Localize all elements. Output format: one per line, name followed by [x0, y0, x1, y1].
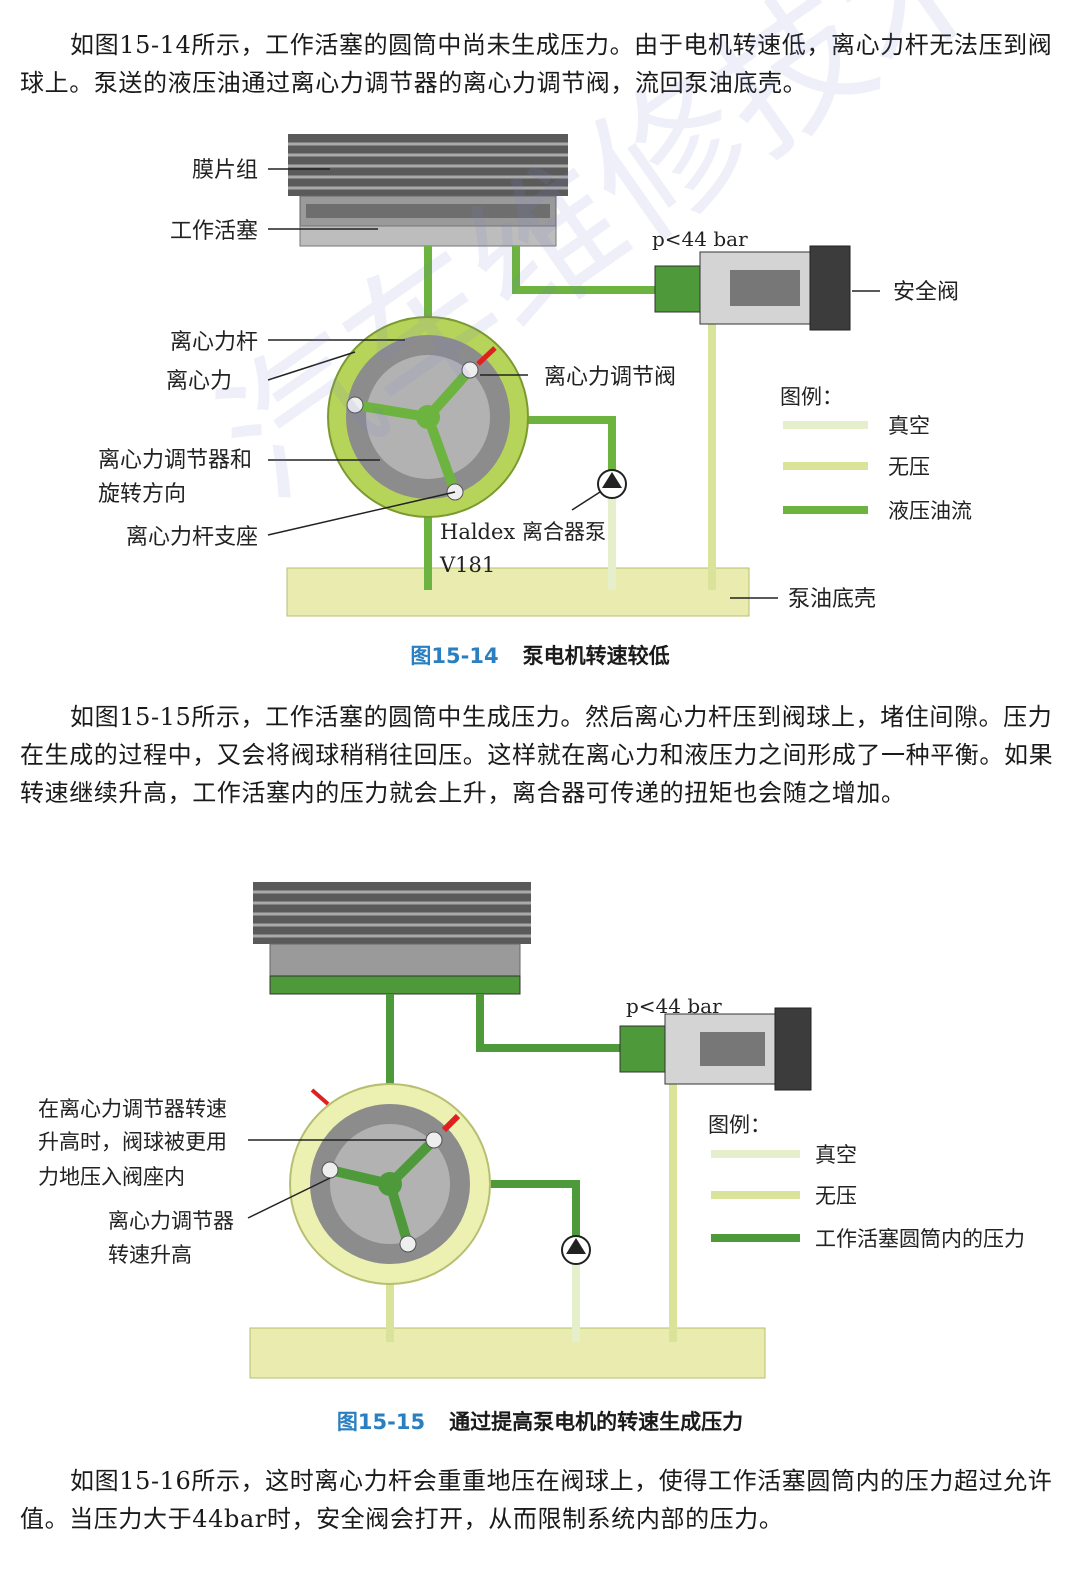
caption-15-14: 图15-14 泵电机转速较低	[0, 640, 1080, 670]
caption-15-15: 图15-15 通过提高泵电机的转速生成压力	[0, 1406, 1080, 1436]
label-membrane: 膜片组	[192, 158, 258, 183]
legend-1: 图例： 真空 无压 液压油流	[780, 385, 972, 523]
legend-2: 图例： 真空 无压 工作活塞圆筒内的压力	[708, 1113, 1025, 1251]
membrane-stack	[253, 882, 531, 944]
label-lever: 离心力杆	[170, 330, 258, 355]
paragraph-1: 如图15-14所示，工作活塞的圆筒中尚未生成压力。由于电机转速低，离心力杆无法压…	[20, 31, 1053, 97]
label-valve: 离心力调节阀	[544, 365, 676, 390]
red-arrow-icon	[441, 1113, 461, 1133]
label-ball-2: 升高时，阀球被更用	[38, 1130, 227, 1154]
label-force: 离心力	[166, 369, 232, 394]
red-arrow-icon	[476, 346, 497, 366]
label-ball-1: 在离心力调节器转速	[38, 1097, 227, 1121]
label-regulator-direction-1: 离心力调节器和	[98, 448, 252, 473]
pump-arrow-icon	[602, 472, 622, 488]
centrifugal-regulator	[289, 1083, 491, 1285]
figure-15-14-diagram: 膜片组 工作活塞 离心力杆 离心力 离心力调节器和 旋转方向 离心力杆支座 离心…	[98, 134, 972, 617]
caption-number: 图15-15	[336, 1410, 426, 1434]
label-piston: 工作活塞	[170, 219, 258, 244]
legend-item-no-pressure: 无压	[815, 1184, 857, 1208]
working-piston	[299, 195, 557, 247]
legend-item-working-pressure: 工作活塞圆筒内的压力	[815, 1227, 1025, 1251]
working-piston	[269, 943, 521, 995]
label-pressure: p<44 bar	[626, 994, 722, 1018]
legend-item-vacuum: 真空	[888, 414, 930, 438]
label-speed-2: 转速升高	[108, 1243, 192, 1267]
oil-sump	[249, 1327, 766, 1379]
label-sump: 泵油底壳	[788, 587, 876, 612]
legend-item-vacuum: 真空	[815, 1143, 857, 1167]
caption-title: 通过提高泵电机的转速生成压力	[449, 1410, 744, 1434]
figure-15-15-diagram: 在离心力调节器转速 升高时，阀球被更用 力地压入阀座内 离心力调节器 转速升高 …	[38, 882, 1025, 1379]
caption-number: 图15-14	[410, 644, 499, 668]
safety-valve	[654, 245, 851, 331]
figure-15-14: 膜片组 工作活塞 离心力杆 离心力 离心力调节器和 旋转方向 离心力杆支座 离心…	[0, 120, 1080, 634]
legend-item-no-pressure: 无压	[888, 455, 930, 479]
legend-item-oil-flow: 液压油流	[888, 499, 972, 523]
label-speed-1: 离心力调节器	[108, 1209, 234, 1233]
leader-lines	[247, 1139, 426, 1219]
membrane-stack	[288, 134, 568, 196]
caption-title: 泵电机转速较低	[522, 644, 670, 668]
red-arrow-icon	[310, 1088, 330, 1106]
label-ball-3: 力地压入阀座内	[38, 1165, 185, 1189]
oil-sump	[286, 567, 750, 617]
legend-title: 图例：	[780, 385, 843, 409]
figure-15-15: 在离心力调节器转速 升高时，阀球被更用 力地压入阀座内 离心力调节器 转速升高 …	[0, 872, 1080, 1396]
label-pump-2: V181	[439, 553, 495, 577]
paragraph-2: 如图15-15所示，工作活塞的圆筒中生成压力。然后离心力杆压到阀球上，堵住间隙。…	[20, 703, 1054, 807]
safety-valve	[619, 1007, 812, 1091]
label-regulator-direction-2: 旋转方向	[98, 482, 186, 507]
legend-title: 图例：	[708, 1113, 771, 1137]
label-lever-support: 离心力杆支座	[126, 525, 258, 550]
pump-arrow-icon	[566, 1238, 586, 1254]
leader-lines	[267, 168, 880, 599]
label-safety-valve: 安全阀	[893, 280, 959, 305]
label-pump-1: Haldex 离合器泵	[440, 520, 606, 544]
label-pressure: p<44 bar	[652, 227, 748, 251]
paragraph-3: 如图15-16所示，这时离心力杆会重重地压在阀球上，使得工作活塞圆筒内的压力超过…	[20, 1467, 1053, 1533]
centrifugal-regulator	[327, 316, 529, 518]
